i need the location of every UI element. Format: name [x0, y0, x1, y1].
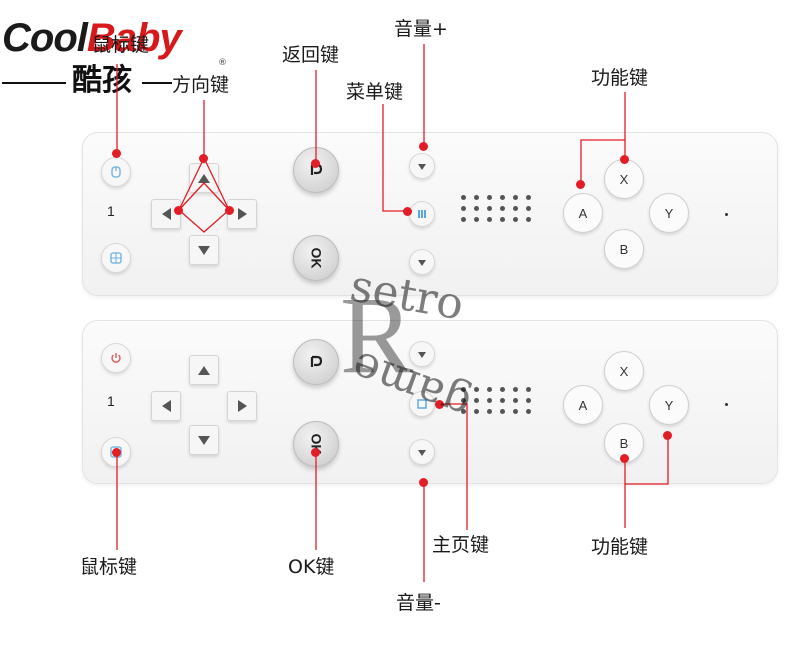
home-icon: [417, 399, 427, 409]
back-icon: [310, 355, 323, 367]
arrow-left-icon: [161, 208, 171, 220]
arrow-up-icon: [198, 365, 210, 375]
arrow-right-icon: [237, 400, 247, 412]
watermark-letter: R: [340, 274, 414, 396]
volume-down-button-bottom[interactable]: [409, 439, 435, 465]
face-button-b-top[interactable]: B: [604, 229, 644, 269]
marker-dpad-right: [225, 206, 234, 215]
brand-name-part1: Cool: [2, 16, 88, 60]
arrow-down-icon: [198, 245, 210, 255]
marker-volume-down: [419, 478, 428, 487]
label-menu-key: 菜单键: [346, 81, 404, 103]
marker-mouse-top: [112, 149, 121, 158]
face-button-a-bottom[interactable]: A: [563, 385, 603, 425]
face-button-x-bottom[interactable]: X: [604, 351, 644, 391]
volume-up-icon: [418, 164, 426, 170]
logo-line-right: [142, 82, 172, 84]
label-function-key-bottom: 功能键: [591, 536, 649, 558]
marker-home: [435, 400, 444, 409]
marker-dpad-left: [174, 206, 183, 215]
marker-y: [663, 431, 672, 440]
volume-up-button-bottom[interactable]: [409, 341, 435, 367]
home-button-bottom[interactable]: [409, 391, 435, 417]
face-button-y-bottom[interactable]: Y: [649, 385, 689, 425]
menu-button-top[interactable]: [409, 201, 435, 227]
label-back-key: 返回键: [282, 44, 340, 66]
power-button-bottom[interactable]: [101, 343, 131, 373]
arrow-right-icon: [237, 208, 247, 220]
dpad-down[interactable]: [189, 425, 219, 455]
face-button-y-top[interactable]: Y: [649, 193, 689, 233]
label-volume-up: 音量+: [394, 18, 448, 40]
back-button-bottom[interactable]: [293, 339, 339, 385]
volume-down-icon: [418, 260, 426, 266]
remote-top: 1 OK X A Y B: [82, 132, 778, 296]
grid-icon: [110, 252, 122, 264]
label-mouse-key-bottom: 鼠标键: [80, 556, 138, 578]
marker-dpad-up: [199, 154, 208, 163]
label-mouse-key-top: 鼠标键: [92, 34, 150, 56]
volume-up-button-top[interactable]: [409, 153, 435, 179]
remote-bottom: 1 OK X A Y B: [82, 320, 778, 484]
power-icon: [111, 353, 121, 363]
speaker-grille-top: [461, 195, 532, 222]
label-volume-down: 音量-: [396, 592, 441, 614]
dpad-up[interactable]: [189, 355, 219, 385]
marker-menu: [403, 207, 412, 216]
player-number: 1: [107, 203, 115, 219]
brand-subtitle: 酷孩: [72, 63, 132, 98]
volume-up-icon: [418, 352, 426, 358]
mouse-icon: [111, 166, 121, 178]
player-number: 1: [107, 393, 115, 409]
marker-a: [576, 180, 585, 189]
home-small-button-top[interactable]: [101, 243, 131, 273]
arrow-up-icon: [198, 173, 210, 183]
brand-name-part2: Baby: [86, 16, 182, 60]
indicator-led-bottom: [725, 403, 728, 406]
face-button-a-top[interactable]: A: [563, 193, 603, 233]
ok-button-top[interactable]: OK: [293, 235, 339, 281]
label-function-key-top: 功能键: [591, 67, 649, 89]
label-ok-key: OK键: [288, 556, 335, 578]
marker-volume-up: [419, 142, 428, 151]
volume-down-button-top[interactable]: [409, 249, 435, 275]
volume-down-icon: [418, 450, 426, 456]
brand-logo: CoolBaby 酷孩 ®: [2, 16, 232, 106]
marker-b: [620, 454, 629, 463]
menu-icon: [418, 210, 426, 218]
registered-mark: ®: [218, 58, 227, 68]
brand-name: CoolBaby: [2, 16, 182, 60]
dpad-right[interactable]: [227, 391, 257, 421]
marker-mouse-bottom: [112, 448, 121, 457]
arrow-left-icon: [161, 400, 171, 412]
speaker-grille-bottom: [461, 387, 532, 414]
arrow-down-icon: [198, 435, 210, 445]
marker-back: [311, 159, 320, 168]
marker-ok: [311, 448, 320, 457]
indicator-led-top: [725, 213, 728, 216]
dpad-left[interactable]: [151, 391, 181, 421]
label-home-key: 主页键: [432, 534, 490, 556]
marker-x: [620, 155, 629, 164]
dpad-down[interactable]: [189, 235, 219, 265]
label-direction-key: 方向键: [172, 74, 230, 96]
logo-line-left: [2, 82, 66, 84]
